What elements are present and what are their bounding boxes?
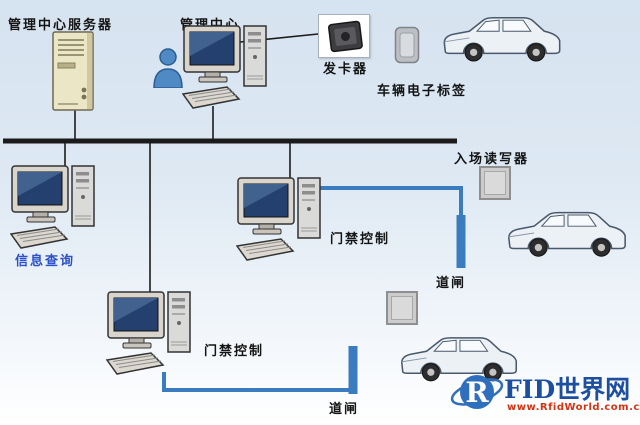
label-access-control-bottom: 门禁控制 [204,344,265,359]
car-icon-middle [504,206,630,258]
vehicle-tag-icon [393,26,421,64]
label-barrier-right: 道闸 [436,276,467,291]
operator-person-icon [152,48,186,88]
label-management-server: 管理中心服务器 [8,18,114,33]
car-icon-top [438,12,566,62]
rfid-reader-icon-bottom [386,291,418,325]
label-barrier-bottom: 道闸 [329,402,360,417]
label-info-query: 信息查询 [15,254,76,269]
label-entrance-reader: 入场读写器 [454,152,530,167]
logo-letter: R [465,376,489,409]
server-tower-icon [48,30,100,112]
info-query-computer-icon [10,164,102,250]
label-access-control-right: 门禁控制 [330,232,391,247]
card-issuer-box [318,14,370,58]
label-card-issuer: 发卡器 [323,62,369,77]
card-issuer-device-icon [319,15,371,59]
access-control-computer-bottom-icon [106,290,198,376]
rfid-reader-icon-right [479,166,511,200]
logo-url-text: www.RfidWorld.com.cn [507,402,640,413]
management-computer-icon [182,24,274,110]
logo-name-text: FID世界网 [504,375,631,404]
rfid-world-logo: R FID世界网 www.RfidWorld.com.cn [450,360,640,422]
access-control-computer-right-icon [236,176,328,262]
label-vehicle-tag: 车辆电子标签 [377,84,468,99]
rfid-globe-logo-icon: R [450,375,504,409]
